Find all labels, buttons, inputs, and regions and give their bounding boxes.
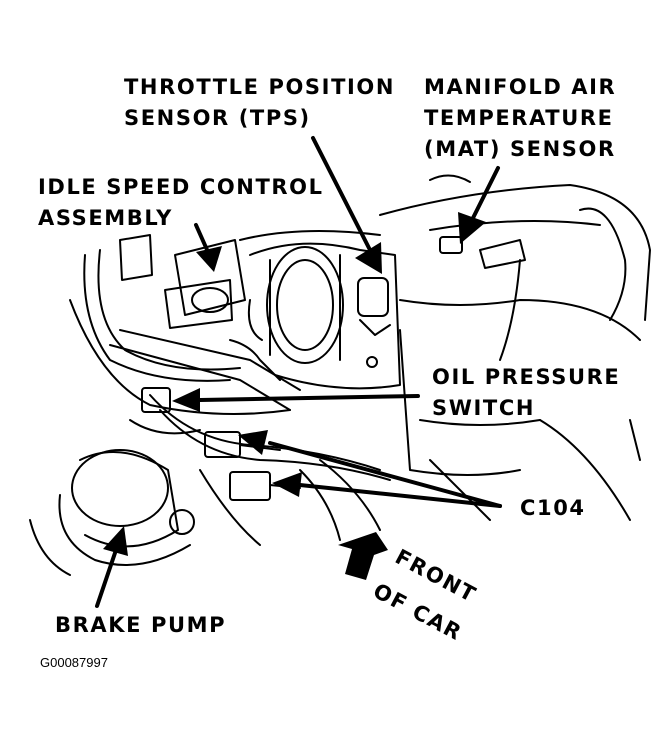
tps-label: THROTTLE POSITION SENSOR (TPS) — [124, 72, 395, 134]
brake-pump — [29, 449, 261, 576]
mat-label-line-1: MANIFOLD AIR — [424, 75, 617, 99]
brake-pump-pointer-arrow — [95, 526, 128, 608]
front-of-car-arrow — [338, 532, 388, 580]
oil-pressure-switch — [129, 387, 201, 435]
wiring-harness — [69, 249, 391, 481]
isc-pointer-arrow — [194, 223, 222, 272]
isc-assembly-label: IDLE SPEED CONTROL ASSEMBLY — [38, 172, 324, 234]
isc-label-line-2: ASSEMBLY — [38, 206, 173, 230]
manifold-air-temperature-sensor — [379, 174, 651, 361]
tps-label-line-1: THROTTLE POSITION — [124, 75, 396, 99]
engine-block-outline — [299, 299, 641, 541]
tps-label-line-2: SENSOR (TPS) — [124, 106, 311, 130]
idle-speed-control-assembly — [119, 234, 246, 329]
oil-label-line-2: SWITCH — [432, 396, 536, 420]
mat-pointer-arrow — [458, 166, 500, 244]
mat-label-line-2: TEMPERATURE — [424, 106, 614, 130]
brake-pump-label: BRAKE PUMP — [55, 613, 227, 637]
oil-label-line-1: OIL PRESSURE — [432, 365, 621, 389]
oil-pressure-switch-label: OIL PRESSURE SWITCH — [432, 362, 620, 424]
mat-sensor-label: MANIFOLD AIR TEMPERATURE (MAT) SENSOR — [424, 72, 616, 165]
tps-pointer-arrow — [311, 136, 382, 274]
oil-pressure-pointer-arrow — [172, 388, 420, 412]
mat-label-line-3: (MAT) SENSOR — [424, 137, 616, 161]
c104-pointer-arrows — [238, 430, 502, 508]
c104-label: C104 — [520, 496, 586, 520]
throttle-position-sensor — [357, 277, 391, 368]
figure-code: G00087997 — [40, 655, 108, 670]
isc-label-line-1: IDLE SPEED CONTROL — [38, 175, 324, 199]
c104-connector — [204, 431, 301, 501]
